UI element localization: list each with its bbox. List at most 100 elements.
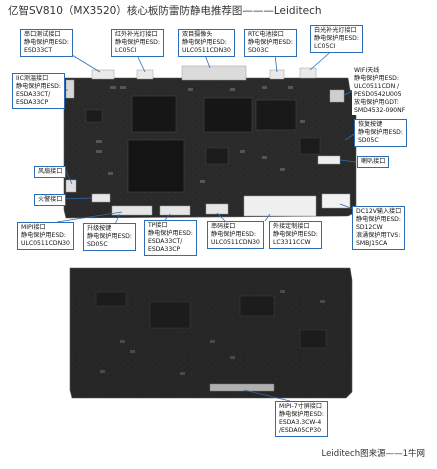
chip-memory-2 xyxy=(203,97,253,133)
connector-mipi7 xyxy=(209,383,275,392)
callout-iic: IIC测温接口 静电保护用ESD: ESDA33CT/ ESDA33CP xyxy=(12,73,65,109)
callout-dual-camera-line-3: ULC0511CDN30 xyxy=(182,47,231,54)
callout-wifi-line-1: WIFI天线 xyxy=(354,67,380,74)
connector-iic xyxy=(65,79,75,99)
callout-white-led-line-1: 白光补光灯接口 xyxy=(314,27,357,34)
callout-rtc-line-2: 静电保护用ESD: xyxy=(248,39,293,46)
callout-serial-line-2: 静电保护用ESD: xyxy=(24,39,69,46)
callout-rtc-line-1: RTC电池接口 xyxy=(248,31,284,38)
bottom-pcb-outline xyxy=(69,267,353,399)
callout-mipi7-line-1: MIPI-7寸屏接口 xyxy=(279,403,322,410)
callout-serial: 串口测试接口 静电保护用ESD: ESD33CT xyxy=(20,29,73,57)
connector-serial xyxy=(91,69,115,80)
callout-tp-line-4: ESDA33CP xyxy=(148,246,181,253)
callout-alarm: 火警接口 xyxy=(34,194,67,206)
bottom-pad-4 xyxy=(299,329,327,349)
connector-tp xyxy=(159,205,191,216)
bottom-pad-2 xyxy=(149,301,191,329)
callout-wifi-line-2: 静电保护用ESD: xyxy=(354,75,399,82)
chip-small-1 xyxy=(85,109,103,123)
callout-rtc-line-3: SD03C xyxy=(248,47,269,54)
callout-dc12v-line-4: 浪涌保护用TVS: xyxy=(356,232,401,239)
callout-mipi-line-2: 静电保护用ESD: xyxy=(21,232,66,239)
callout-ext-ctrl-line-3: LC3311CCW xyxy=(273,239,311,246)
callout-ir-cut-line-3: LC05CI xyxy=(115,47,137,54)
callout-reset: 恢复按键 静电保护用ESD: SD05C xyxy=(354,119,407,147)
chip-small-3 xyxy=(299,137,321,155)
top-pcb xyxy=(63,65,357,219)
connector-fan xyxy=(65,179,77,193)
callout-speaker: 喇叭接口 xyxy=(357,156,390,168)
callout-reset-line-3: SD05C xyxy=(358,137,379,144)
callout-wifi: WIFI天线 静电保护用ESD: ULC0511CDN / PESD0542U0… xyxy=(352,67,408,115)
connector-white-led xyxy=(299,67,317,79)
callout-serial-line-3: ESD33CT xyxy=(24,47,53,54)
callout-tp-line-1: TP接口 xyxy=(148,222,168,229)
footer-source: Leiditech图来源——1牛网 xyxy=(321,449,425,459)
connector-lan xyxy=(205,203,229,215)
connector-wifi xyxy=(329,89,345,103)
callout-white-led: 白光补光灯接口 静电保护用ESD: LC05CI xyxy=(310,25,363,53)
chip-soc xyxy=(127,139,185,193)
connector-camera xyxy=(181,65,247,81)
callout-fan: 风扇接口 xyxy=(34,166,67,178)
callout-lan: 串码接口 静电保护用ESD: ULC0511CDN30 xyxy=(207,221,264,249)
callout-upgrade-line-3: SD05C xyxy=(87,241,108,248)
connector-ir xyxy=(136,69,154,80)
callout-white-led-line-2: 静电保护用ESD: xyxy=(314,35,359,42)
callout-mipi7-line-3: ESDA3.3CW-4 xyxy=(279,419,322,426)
bottom-pcb xyxy=(69,267,353,399)
callout-iic-line-4: ESDA33CP xyxy=(16,99,49,106)
bottom-pad-3 xyxy=(239,295,275,317)
callout-tp-line-2: 静电保护用ESD: xyxy=(148,230,193,237)
callout-speaker-line-1: 喇叭接口 xyxy=(361,158,386,165)
callout-wifi-line-4: PESD0542U005 xyxy=(354,91,402,98)
page-title: 亿智SV810（MX3520）核心板防雷防静电推荐图———Leiditech xyxy=(8,5,322,17)
bottom-pad-1 xyxy=(95,291,127,307)
callout-iic-line-3: ESDA33CT/ xyxy=(16,91,51,98)
callout-tp: TP接口 静电保护用ESD: ESDA33CT/ ESDA33CP xyxy=(144,220,197,256)
callout-reset-line-2: 静电保护用ESD: xyxy=(358,129,403,136)
callout-dc12v-line-1: DC12V输入接口 xyxy=(356,208,402,215)
callout-mipi-line-1: MIPI接口 xyxy=(21,224,46,231)
callout-ext-ctrl: 外接定制接口 静电保护用ESD: LC3311CCW xyxy=(269,221,322,249)
callout-upgrade: 升级按键 静电保护用ESD: SD05C xyxy=(83,223,136,251)
callout-wifi-line-6: SMD4532-090NF xyxy=(354,107,406,114)
callout-reset-line-1: 恢复按键 xyxy=(358,121,383,128)
callout-fan-line-1: 风扇接口 xyxy=(38,168,63,175)
callout-ir-cut: 红外补光灯接口 静电保护用ESD: LC05CI xyxy=(111,29,164,57)
callout-mipi-line-3: ULC0511CDN30 xyxy=(21,240,70,247)
callout-mipi7: MIPI-7寸屏接口 静电保护用ESD: ESDA3.3CW-4 /ESDA05… xyxy=(275,401,328,437)
callout-iic-line-2: 静电保护用ESD: xyxy=(16,83,61,90)
callout-dual-camera-line-1: 双目摄像头 xyxy=(182,31,213,38)
callout-dual-camera-line-2: 静电保护用ESD: xyxy=(182,39,227,46)
callout-mipi7-line-2: 静电保护用ESD: xyxy=(279,411,324,418)
callout-mipi: MIPI接口 静电保护用ESD: ULC0511CDN30 xyxy=(17,222,74,250)
chip-emmc xyxy=(255,99,297,131)
connector-alarm xyxy=(91,193,111,203)
callout-alarm-line-1: 火警接口 xyxy=(38,196,63,203)
connector-dc12v xyxy=(321,193,351,209)
callout-lan-line-1: 串码接口 xyxy=(211,223,236,230)
connector-ext-ctrl xyxy=(243,195,317,217)
callout-tp-line-3: ESDA33CT/ xyxy=(148,238,183,245)
callout-lan-line-3: ULC0511CDN30 xyxy=(211,239,260,246)
connector-mipi xyxy=(111,205,153,216)
callout-ir-cut-line-2: 静电保护用ESD: xyxy=(115,39,160,46)
chip-memory-1 xyxy=(131,95,177,133)
callout-ext-ctrl-line-2: 静电保护用ESD: xyxy=(273,231,318,238)
callout-dc12v-line-5: SMBJ15CA xyxy=(356,240,388,247)
callout-serial-line-1: 串口测试接口 xyxy=(24,31,61,38)
connector-speaker xyxy=(317,155,341,165)
callout-lan-line-2: 静电保护用ESD: xyxy=(211,231,256,238)
callout-upgrade-line-2: 静电保护用ESD: xyxy=(87,233,132,240)
callout-dc12v: DC12V输入接口 静电保护用ESD: SD12CW 浪涌保护用TVS: SMB… xyxy=(352,206,406,250)
callout-wifi-line-3: ULC0511CDN / xyxy=(354,83,400,90)
chip-small-2 xyxy=(205,147,229,165)
callout-upgrade-line-1: 升级按键 xyxy=(87,225,112,232)
callout-mipi7-line-4: /ESDA05CP30 xyxy=(279,427,321,434)
callout-iic-line-1: IIC测温接口 xyxy=(16,75,49,82)
callout-dc12v-line-3: SD12CW xyxy=(356,224,383,231)
callout-ext-ctrl-line-1: 外接定制接口 xyxy=(273,223,310,230)
